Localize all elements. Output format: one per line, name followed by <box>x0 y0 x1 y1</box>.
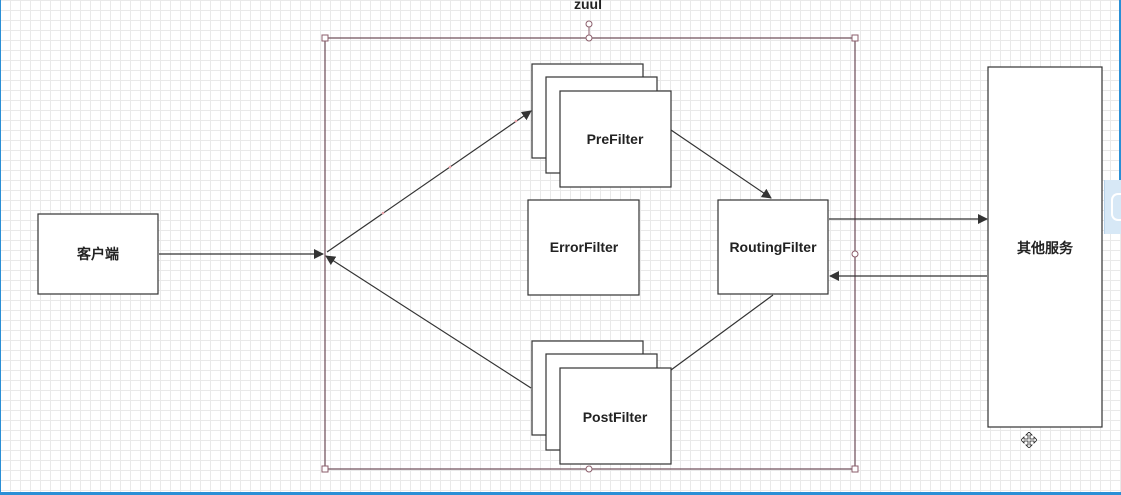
errorfilter-box[interactable] <box>527 199 640 296</box>
resize-handle-tr <box>851 34 859 42</box>
routingfilter-label: RoutingFilter <box>729 239 817 255</box>
other-services-box[interactable] <box>987 66 1103 428</box>
rotate-handle <box>585 20 593 28</box>
canvas-right-border <box>1119 0 1121 180</box>
postfilter-stack[interactable] <box>531 340 672 465</box>
resize-handle-tl <box>321 34 329 42</box>
client-box[interactable] <box>37 213 159 295</box>
edge-zuul-to-prefilter[interactable] <box>326 110 532 253</box>
selection-handles[interactable] <box>321 20 859 473</box>
postfilter-label: PostFilter <box>583 409 648 425</box>
resize-handle-bottom <box>585 465 593 473</box>
other-services-label: 其他服务 <box>1017 240 1074 256</box>
edge-routing-to-postfilter[interactable] <box>670 294 774 371</box>
zuul-container-label: zuul <box>574 0 602 12</box>
edge-prefilter-to-routing[interactable] <box>670 129 772 199</box>
edge-waypoints <box>381 119 518 215</box>
resize-handle-bl <box>321 465 329 473</box>
move-cursor-icon <box>1021 432 1037 448</box>
panel-toggle-icon[interactable] <box>1104 180 1121 234</box>
resize-handle-top <box>585 34 593 42</box>
client-label: 客户端 <box>76 246 119 262</box>
errorfilter-label: ErrorFilter <box>550 239 619 255</box>
resize-handle-right <box>851 250 859 258</box>
edge-postfilter-to-zuul[interactable] <box>325 255 532 389</box>
canvas-bottom-border <box>0 492 1121 495</box>
prefilter-label: PreFilter <box>587 131 644 147</box>
routingfilter-box[interactable] <box>717 199 829 295</box>
canvas-left-border <box>0 0 1 495</box>
resize-handle-br <box>851 465 859 473</box>
prefilter-stack[interactable] <box>531 63 672 188</box>
